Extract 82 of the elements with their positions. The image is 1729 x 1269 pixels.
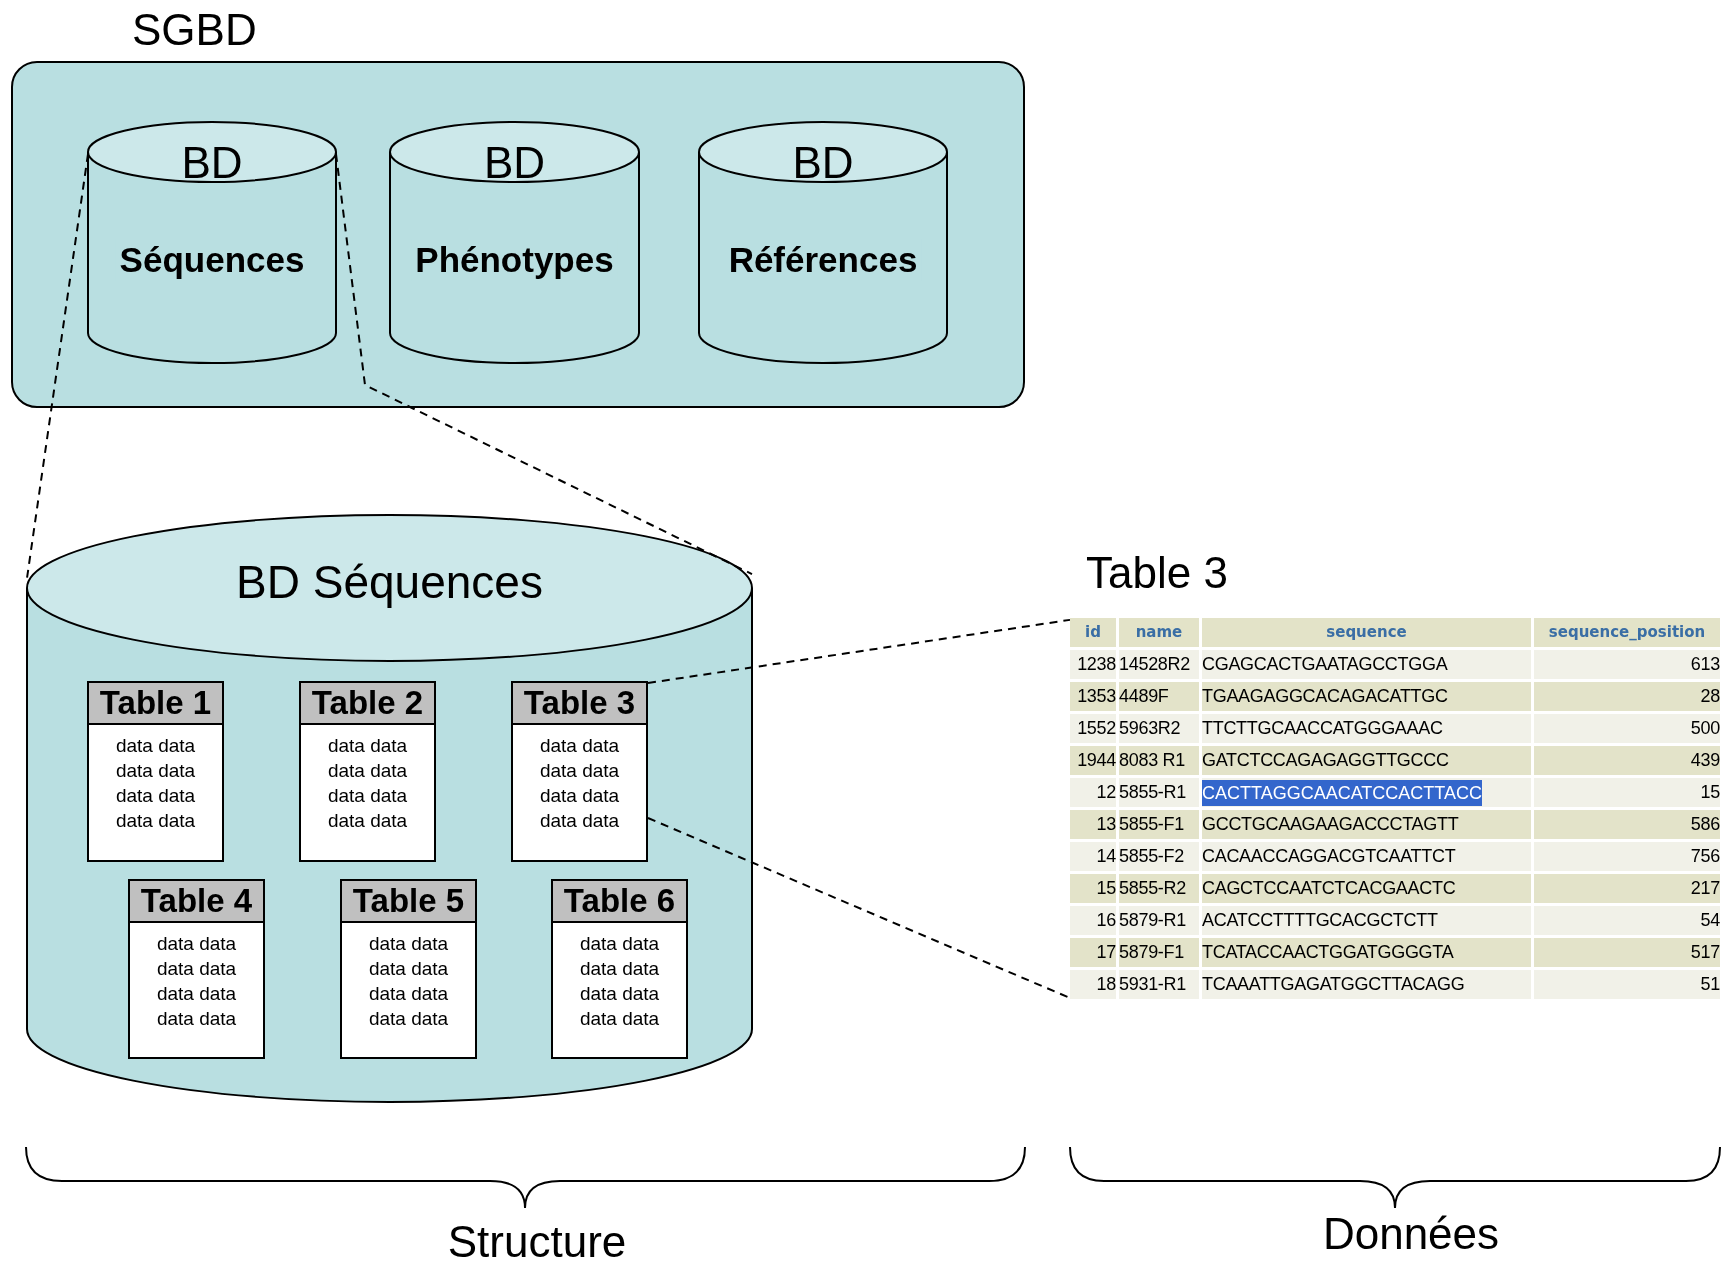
table-cell: 5879-R1 xyxy=(1119,906,1199,935)
database-cylinder xyxy=(87,121,337,364)
table-cell: 1238 xyxy=(1070,650,1116,679)
table-header: Table 5 xyxy=(342,881,475,923)
table-cell: TCATACCAACTGGATGGGGTA xyxy=(1202,938,1531,967)
database-title: BD Séquences xyxy=(236,556,543,608)
table-cell: 613 xyxy=(1534,650,1720,679)
table-body-text: data data data data data data data data xyxy=(538,734,621,833)
table-cell: 517 xyxy=(1534,938,1720,967)
table-cell: ACATCCTTTTGCACGCTCTT xyxy=(1202,906,1531,935)
table-cell: 15 xyxy=(1070,874,1116,903)
table-cell: 5963R2 xyxy=(1119,714,1199,743)
table-cell: 756 xyxy=(1534,842,1720,871)
table-cell: 14528R2 xyxy=(1119,650,1199,679)
table-cell: 54 xyxy=(1534,906,1720,935)
table-cell: 51 xyxy=(1534,970,1720,999)
dashed-connector xyxy=(26,153,89,579)
column-header: sequence xyxy=(1202,618,1531,647)
table-cell: 28 xyxy=(1534,682,1720,711)
table-cell: 5855-F2 xyxy=(1119,842,1199,871)
table-cell: 217 xyxy=(1534,874,1720,903)
table-cell: TGAAGAGGCACAGACATTGC xyxy=(1202,682,1531,711)
table-cell: CACAACCAGGACGTCAATTCT xyxy=(1202,842,1531,871)
table-body-text: data data data data data data data data xyxy=(114,734,197,833)
table-cell: TCAAATTGAGATGGCTTACAGG xyxy=(1202,970,1531,999)
database-cylinder xyxy=(389,121,640,364)
table-body-text: data data data data data data data data xyxy=(367,932,450,1031)
table-card xyxy=(340,879,477,1059)
table-cell: 4489F xyxy=(1119,682,1199,711)
column-header: id xyxy=(1070,618,1116,647)
table-cell: 13 xyxy=(1070,810,1116,839)
database-cylinder xyxy=(698,121,948,364)
brace-label: Structure xyxy=(447,1218,627,1266)
selected-text: CACTTAGGCAACATCCACTTACC xyxy=(1202,779,1482,806)
column-header: name xyxy=(1119,618,1199,647)
cylinder-label: BD xyxy=(791,139,855,187)
table-cell: 1552 xyxy=(1070,714,1116,743)
table-header: Table 2 xyxy=(301,683,434,725)
table-cell: 17 xyxy=(1070,938,1116,967)
table-card xyxy=(128,879,265,1059)
database-cylinder xyxy=(26,514,753,1103)
table-cell: 439 xyxy=(1534,746,1720,775)
table-card xyxy=(511,681,648,862)
cylinder-label: BD xyxy=(482,139,547,187)
table-title: Table 3 xyxy=(1086,548,1228,598)
table-header: Table 6 xyxy=(553,881,686,923)
table-cell: TTCTTGCAACCATGGGAAAC xyxy=(1202,714,1531,743)
panel-title: SGBD xyxy=(132,6,257,54)
table-cell: 5879-F1 xyxy=(1119,938,1199,967)
table-cell: 18 xyxy=(1070,970,1116,999)
table-cell: 5855-F1 xyxy=(1119,810,1199,839)
table-cell: 16 xyxy=(1070,906,1116,935)
table-body-text: data data data data data data data data xyxy=(326,734,409,833)
table-header: Table 4 xyxy=(130,881,263,923)
table-cell: 1944 xyxy=(1070,746,1116,775)
dashed-connector xyxy=(335,153,753,576)
table-card xyxy=(551,879,688,1059)
table-body-text: data data data data data data data data xyxy=(578,932,661,1031)
table-card xyxy=(299,681,436,862)
dashed-connector xyxy=(647,817,1071,999)
table-cell: 15 xyxy=(1534,778,1720,807)
table-header: Table 1 xyxy=(89,683,222,725)
brace-label: Données xyxy=(1322,1210,1500,1258)
table-cell: 12 xyxy=(1070,778,1116,807)
table-card xyxy=(87,681,224,862)
table-header: Table 3 xyxy=(513,683,646,725)
table-cell: 8083 R1 xyxy=(1119,746,1199,775)
column-header: sequence_position xyxy=(1534,618,1720,647)
table-cell: 5931-R1 xyxy=(1119,970,1199,999)
dashed-connector xyxy=(647,618,1071,684)
cylinder-label: BD xyxy=(180,139,244,187)
table-cell: 586 xyxy=(1534,810,1720,839)
table-body-text: data data data data data data data data xyxy=(155,932,238,1031)
table-cell: GCCTGCAAGAAGACCCTAGTT xyxy=(1202,810,1531,839)
table-cell: 14 xyxy=(1070,842,1116,871)
table-cell: CAGCTCCAATCTCACGAACTC xyxy=(1202,874,1531,903)
table-cell: 500 xyxy=(1534,714,1720,743)
table-cell: 5855-R2 xyxy=(1119,874,1199,903)
table-cell: GATCTCCAGAGAGGTTGCCC xyxy=(1202,746,1531,775)
table-cell: CGAGCACTGAATAGCCTGGA xyxy=(1202,650,1531,679)
table-cell: 1353 xyxy=(1070,682,1116,711)
table-cell: 5855-R1 xyxy=(1119,778,1199,807)
